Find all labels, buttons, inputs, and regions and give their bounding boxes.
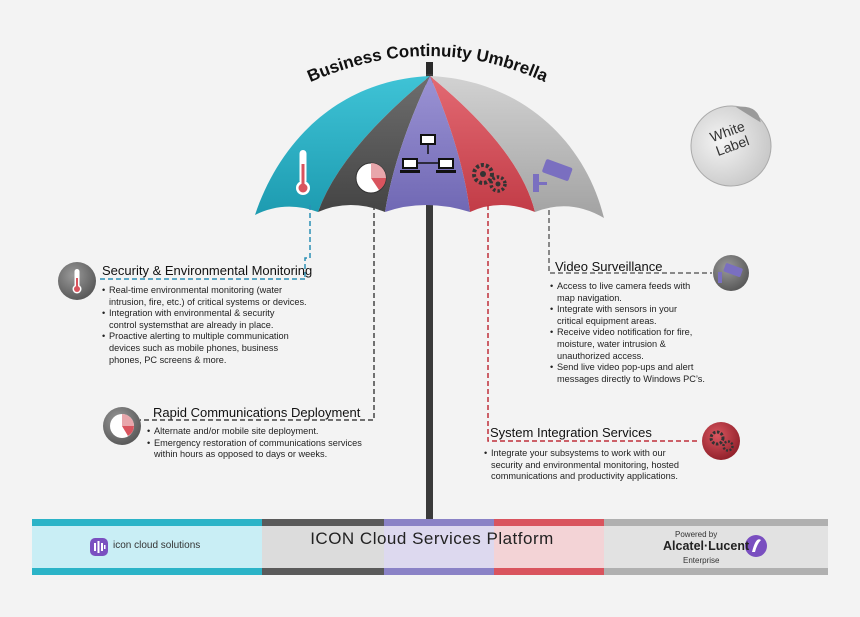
- rapid-bullets: Alternate and/or mobile site deployment.…: [147, 426, 362, 461]
- list-item: control systemsthat are already in place…: [109, 319, 274, 330]
- list-item: Integrate with sensors in your: [550, 304, 705, 316]
- connector-video: [548, 210, 712, 274]
- connector-security: [304, 205, 311, 278]
- gears-icon: [472, 163, 507, 193]
- list-item: security and environmental monitoring, h…: [491, 459, 679, 470]
- list-item: Proactive alerting to multiple communica…: [102, 331, 307, 343]
- list-item: communications and productivity applicat…: [491, 471, 678, 482]
- integration-badge-icon: [702, 422, 740, 460]
- alcatel-lucent-logo-icon: [745, 535, 767, 557]
- list-item: messages directly to Windows PC’s.: [557, 373, 705, 384]
- connector-integration: [487, 205, 700, 442]
- panel-grey: [430, 76, 604, 218]
- video-badge-icon: [713, 255, 749, 291]
- list-item: moisture, water intrusion &: [557, 338, 666, 349]
- panel-teal: [255, 76, 430, 215]
- list-item: Alternate and/or mobile site deployment.: [147, 426, 362, 438]
- list-item: Receive video notification for fire,: [550, 327, 705, 339]
- network-icon: [400, 134, 456, 173]
- rapid-title: Rapid Communications Deployment: [153, 405, 361, 420]
- list-item: Real-time environmental monitoring (wate…: [102, 285, 307, 297]
- list-item: Integration with environmental & securit…: [102, 308, 307, 320]
- video-bullets: Access to live camera feeds with map nav…: [550, 281, 705, 385]
- thermometer-icon: [296, 150, 310, 195]
- list-item: critical equipment areas.: [557, 315, 657, 326]
- camera-icon: [533, 159, 573, 192]
- list-item: Send live video pop-ups and alert: [550, 362, 705, 374]
- list-item: unauthorized access.: [557, 350, 644, 361]
- icon-logo-text: icon cloud solutions: [113, 540, 201, 551]
- umbrella-pole: [426, 70, 433, 520]
- partner-sub: Enterprise: [683, 556, 720, 565]
- list-item: phones, PC screens & more.: [109, 354, 227, 365]
- list-item: within hours as opposed to days or weeks…: [154, 449, 328, 460]
- platform-bar: [32, 519, 828, 575]
- list-item: Access to live camera feeds with: [550, 281, 705, 293]
- icon-logo-icon: [90, 538, 108, 556]
- panel-dark: [318, 76, 430, 212]
- connector-rapid: [140, 205, 375, 421]
- security-title: Security & Environmental Monitoring: [102, 263, 313, 278]
- list-item: Emergency restoration of communications …: [147, 438, 362, 450]
- list-item: map navigation.: [557, 292, 622, 303]
- integration-title: System Integration Services: [490, 425, 652, 440]
- powered-by-label: Powered by: [675, 530, 718, 539]
- list-item: devices such as mobile phones, business: [109, 342, 279, 353]
- integration-bullets: Integrate your subsystems to work with o…: [484, 448, 679, 483]
- security-bullets: Real-time environmental monitoring (wate…: [102, 285, 307, 366]
- list-item: Integrate your subsystems to work with o…: [484, 448, 679, 460]
- video-title: Video Surveillance: [555, 259, 663, 274]
- security-badge-icon: [58, 262, 96, 300]
- white-label-sticker: [690, 105, 772, 187]
- partner-name: Alcatel·Lucent: [663, 539, 750, 553]
- umbrella-canopy: [255, 76, 604, 218]
- panel-red: [430, 76, 535, 212]
- rapid-badge-icon: [103, 407, 141, 445]
- platform-label: ICON Cloud Services Platform: [310, 529, 554, 548]
- list-item: intrusion, fire, etc.) of critical syste…: [109, 296, 307, 307]
- clock-icon: [355, 162, 387, 194]
